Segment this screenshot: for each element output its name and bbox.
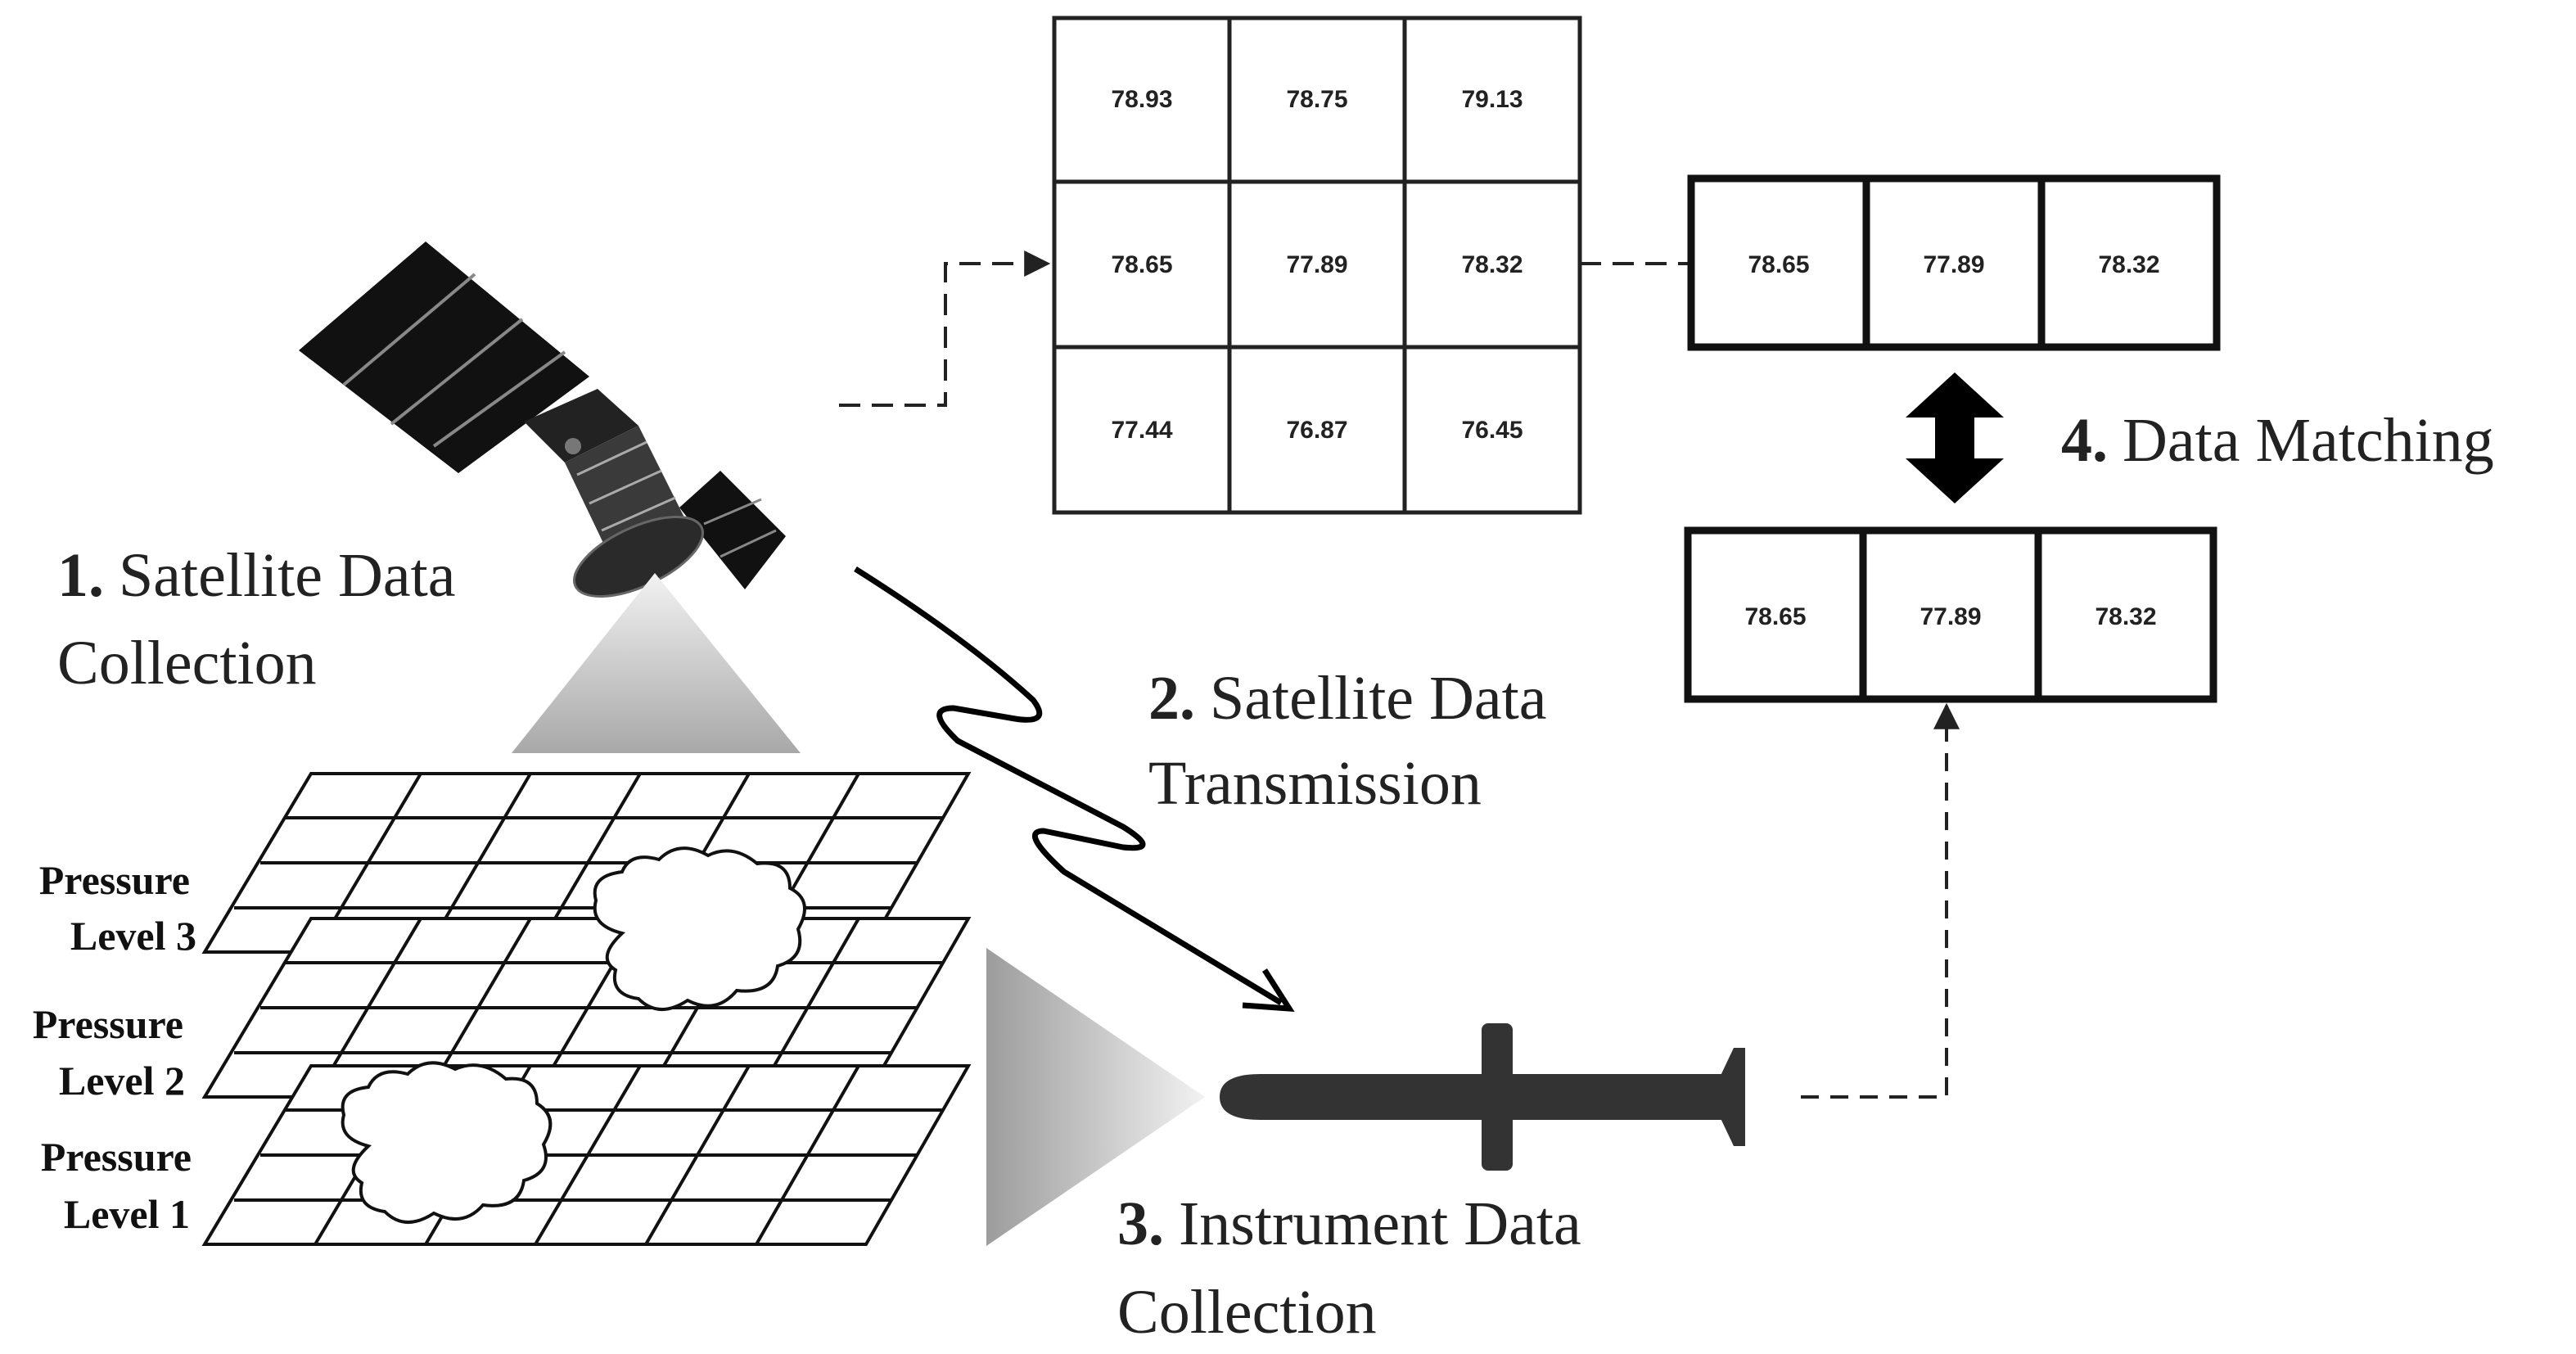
svg-text:Collection: Collection	[1117, 1278, 1377, 1347]
pressure-level-2-label-line2: Level 2	[59, 1058, 185, 1104]
instrument-to-match-connector	[1801, 702, 1960, 1099]
grid-cell: 78.75	[1286, 86, 1347, 113]
satellite-icon	[299, 241, 786, 598]
svg-text:1.Satellite Data: 1.Satellite Data	[57, 541, 456, 610]
matched-instrument-row	[1684, 526, 2217, 703]
svg-text:Collection: Collection	[57, 629, 317, 697]
svg-text:Transmission: Transmission	[1148, 749, 1482, 818]
satellite-grid-values: 78.93 78.75 79.13 78.65 77.89 78.32 77.4…	[1111, 86, 1523, 444]
step-4-label: 4.Data Matching	[2061, 406, 2494, 475]
cloud-icon	[593, 846, 806, 1011]
grid-cell: 77.89	[1286, 251, 1347, 278]
grid-cell: 78.32	[1461, 251, 1523, 278]
satellite-beam	[512, 573, 801, 753]
grid-cell: 76.87	[1286, 417, 1347, 444]
grid-cell: 78.65	[1111, 251, 1172, 278]
grid-cell: 78.93	[1111, 86, 1172, 113]
match-cell: 78.65	[1748, 251, 1809, 278]
match-cell: 78.65	[1744, 603, 1806, 630]
matched-satellite-row	[1687, 174, 2221, 351]
step-1-label: 1.Satellite Data Collection	[57, 541, 456, 697]
double-arrow-icon	[1906, 372, 2004, 503]
step-2-label: 2.Satellite Data Transmission	[1148, 664, 1547, 818]
svg-text:2.Satellite Data: 2.Satellite Data	[1148, 664, 1547, 733]
radiosonde-icon	[1220, 1023, 1745, 1171]
transmission-arrow	[854, 566, 1283, 1005]
pressure-level-1-label-line2: Level 1	[64, 1191, 190, 1237]
pressure-level-stack	[201, 772, 972, 1246]
pressure-level-1-label-line1: Pressure	[41, 1134, 192, 1180]
match-cell: 77.89	[1923, 251, 1984, 278]
pressure-level-1-grid	[201, 1064, 972, 1246]
match-cell: 78.32	[2098, 251, 2159, 278]
pressure-level-3-label-line2: Level 3	[70, 913, 196, 959]
step-3-label: 3.Instrument Data Collection	[1117, 1189, 1581, 1347]
pressure-level-3-label-line1: Pressure	[39, 857, 190, 903]
match-cell: 78.32	[2095, 603, 2156, 630]
cloud-icon	[341, 1061, 553, 1224]
pressure-level-2-label-line1: Pressure	[33, 1001, 183, 1047]
instrument-beam	[986, 948, 1205, 1246]
match-cell: 77.89	[1920, 603, 1981, 630]
grid-cell: 79.13	[1461, 86, 1523, 113]
grid-cell: 76.45	[1461, 417, 1523, 444]
svg-text:3.Instrument Data: 3.Instrument Data	[1117, 1189, 1581, 1258]
grid-cell: 77.44	[1111, 417, 1172, 444]
satellite-to-grid-connector	[839, 250, 1051, 407]
